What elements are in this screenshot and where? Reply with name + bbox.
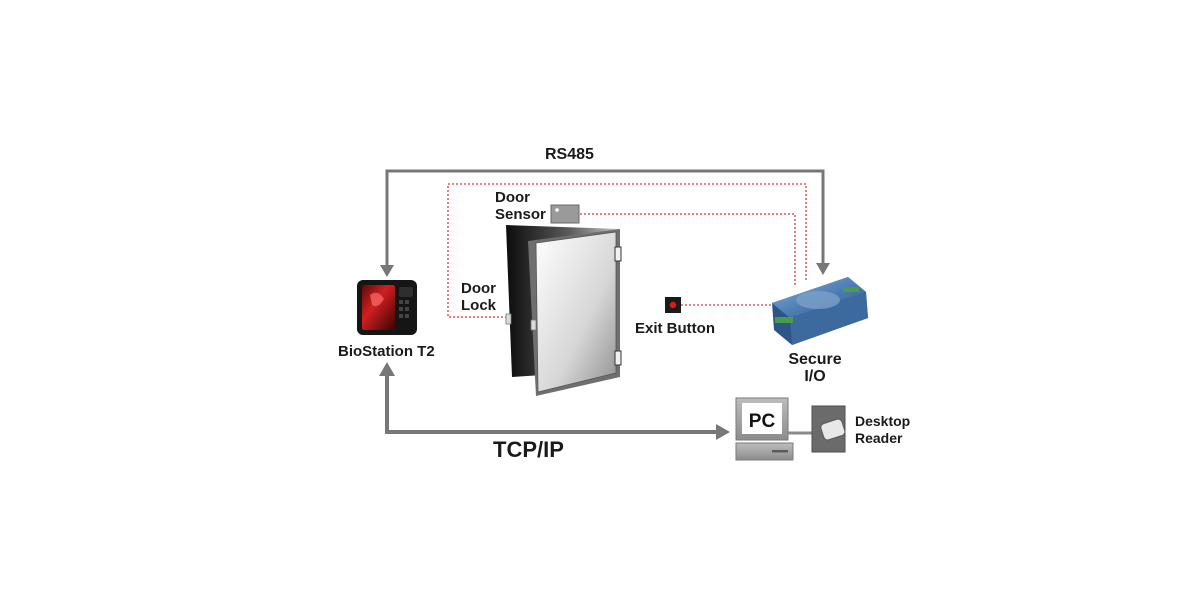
desktop-reader-label: Desktop Reader (855, 413, 910, 447)
desktop-reader-label-line1: Desktop (855, 413, 911, 429)
door-panel (535, 231, 617, 393)
pc-device (735, 397, 813, 461)
tcpip-arrow-pc (716, 424, 730, 440)
tcpip-label: TCP/IP (493, 437, 564, 462)
door-sensor-device (550, 204, 580, 224)
door-wiring (447, 183, 807, 318)
exit-button-led (669, 301, 677, 309)
pc-tower (735, 442, 794, 461)
door-sensor-label-line1: Door (495, 189, 530, 206)
door-hinge-top (614, 246, 622, 262)
door-lock-bolt (530, 319, 537, 331)
exit-button-label: Exit Button (635, 320, 715, 337)
tcpip-connection (379, 362, 730, 440)
exit-button-device (665, 297, 681, 313)
door-lock-label-line1: Door (461, 280, 496, 297)
secure-io-terminal-right (843, 287, 859, 292)
secure-io-terminal-left (775, 317, 793, 323)
reader-card (820, 418, 846, 441)
rs485-connection (380, 169, 830, 277)
secure-io-label: Secure I/O (786, 351, 844, 385)
secure-io-device (772, 277, 868, 345)
door-lock-label: Door Lock (461, 280, 496, 314)
desktop-reader-device (811, 405, 846, 453)
biostation-sensor (399, 287, 413, 297)
door-sensor-label: Door Sensor (495, 189, 546, 223)
rs485-arrow-biostation (380, 265, 394, 277)
door-lock-label-line2: Lock (461, 297, 497, 314)
biostation-label: BioStation T2 (338, 343, 435, 360)
tcpip-arrow-biostation (379, 362, 395, 376)
door (505, 225, 622, 396)
biostation-device (357, 280, 417, 335)
door-lock-plate (505, 313, 512, 325)
pc-screen (742, 403, 782, 434)
door-hinge-bottom (614, 350, 622, 366)
secure-io-label-line1: Secure (788, 351, 842, 368)
door-lock-wire (447, 183, 807, 318)
door-sensor-label-line2: Sensor (495, 206, 546, 223)
secure-io-label-line2: I/O (804, 368, 826, 385)
rs485-arrow-secure-io (816, 263, 830, 275)
pc-label: PC (749, 411, 776, 432)
desktop-reader-label-line2: Reader (855, 430, 903, 446)
biostation-screen (362, 285, 395, 330)
rs485-label: RS485 (545, 146, 594, 163)
